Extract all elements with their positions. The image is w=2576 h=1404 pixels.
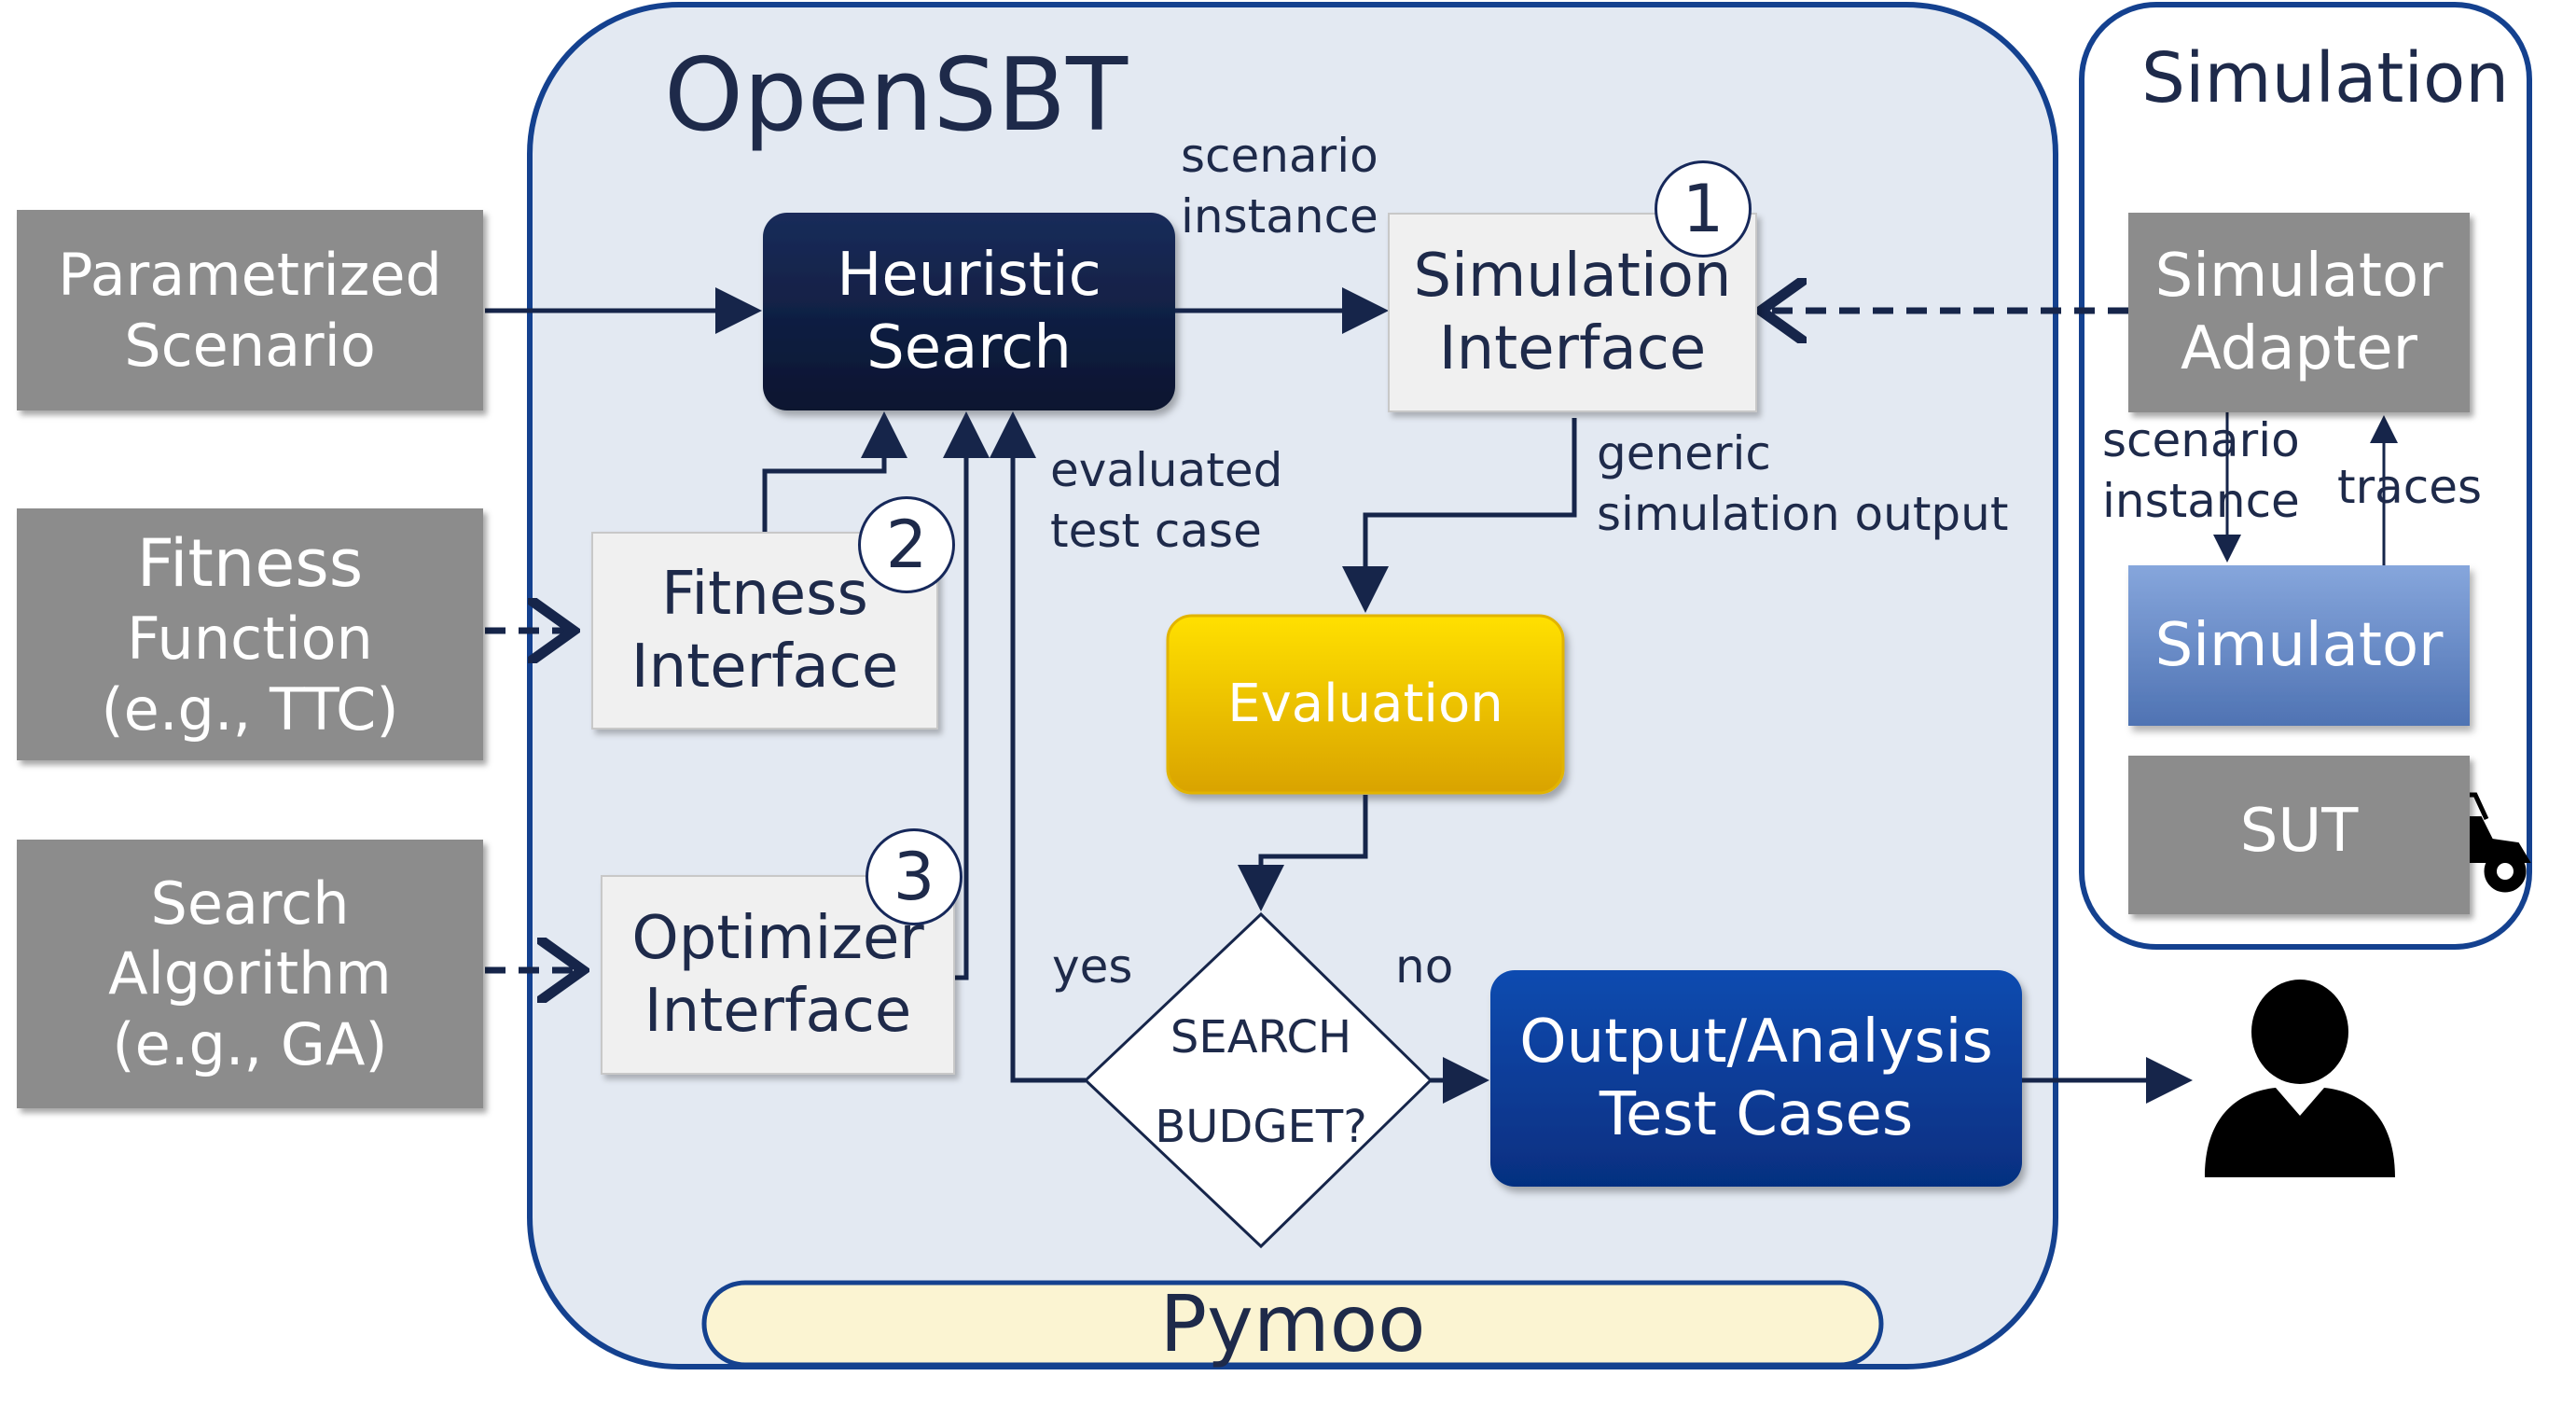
search-algorithm-line-1: Search [150,869,350,938]
simulator-box[interactable]: Simulator [2154,610,2444,680]
heuristic-search-line-2: Search [866,313,1072,382]
simulator-shape [2128,565,2470,726]
optimizer-interface-line-2: Interface [644,977,912,1046]
edge-fitness-interface-to-search [762,411,907,532]
label-scenario-instance-top: scenario instance [1181,126,1378,247]
fitness-function-line-3: (e.g., TTC) [101,674,399,744]
evaluation-box[interactable]: Evaluation [1227,673,1503,734]
edge-optimizer-interface-to-search [943,411,990,980]
output-analysis-box[interactable]: Output/Analysis Test Cases [1490,970,2022,1187]
heuristic-search-shape [763,213,1175,410]
simulation-interface-line-2: Interface [1438,314,1707,383]
parametrized-scenario-line-2: Scenario [124,311,376,380]
search-budget-line-2: BUDGET? [1155,1101,1367,1153]
pymoo-bar [701,1280,1884,1368]
badge-2: 2 [858,496,955,593]
label-evaluated-test-case-line-2: test case [1050,504,1262,558]
label-evaluated-test-case: evaluated test case [1050,440,1282,562]
sut-box[interactable]: SUT [2128,756,2470,914]
search-budget-line-1: SEARCH [1170,1011,1352,1063]
heuristic-search-line-1: Heuristic [837,240,1101,310]
label-no: no [1395,939,1454,994]
search-algorithm-line-2: Algorithm [108,939,392,1008]
search-algorithm-line-3: (e.g., GA) [112,1009,388,1078]
parametrized-scenario-box[interactable]: Parametrized Scenario [17,210,483,410]
simulator-adapter-box[interactable]: Simulator Adapter [2128,213,2470,412]
edge-decision-yes-to-search [990,411,1086,1083]
fitness-interface-line-2: Interface [630,632,899,702]
label-generic-simulation-output: generic simulation output [1597,424,2008,545]
label-generic-simulation-output-line-1: generic [1597,426,1771,480]
output-analysis-line-1: Output/Analysis [1519,1007,1993,1077]
person-icon [2205,980,2395,1177]
search-budget-decision: SEARCH BUDGET? [1147,980,1375,1185]
heuristic-search-box[interactable]: Heuristic Search [763,213,1175,410]
edge-evaluation-to-decision [1238,795,1368,911]
label-evaluated-test-case-line-1: evaluated [1050,443,1283,497]
fitness-function-line-2: Function [127,605,373,674]
fitness-function-line-1: Fitness [136,524,364,602]
label-yes: yes [1052,939,1133,994]
label-scenario-instance-top-line-2: instance [1181,189,1378,243]
label-scenario-instance-top-line-1: scenario [1181,129,1378,183]
edge-sim-interface-to-evaluation [1342,418,1577,613]
fitness-function-box[interactable]: Fitness Function (e.g., TTC) [17,508,483,760]
badge-1: 1 [1655,160,1752,257]
simulator-adapter-line-1: Simulator [2154,241,2444,311]
label-scenario-instance-sim: scenario instance [2102,410,2300,532]
badge-3: 3 [866,828,963,925]
search-algorithm-box[interactable]: Search Algorithm (e.g., GA) [17,840,483,1108]
simulator-adapter-line-2: Adapter [2181,314,2417,383]
opensbt-title: OpenSBT [664,37,1129,154]
optimizer-interface-line-1: Optimizer [631,903,924,973]
pymoo-label: Pymoo [1159,1277,1426,1369]
simulation-interface-line-1: Simulation [1413,241,1732,311]
output-shape [1490,970,2022,1187]
simulation-title: Simulation [2141,38,2510,118]
evaluation-shape [1166,614,1565,795]
label-generic-simulation-output-line-2: simulation output [1597,487,2009,541]
sut-label: SUT [2239,797,2359,866]
search-budget-diamond [1083,911,1433,1249]
fitness-interface-line-1: Fitness [661,559,868,629]
label-traces: traces [2337,460,2483,514]
label-scenario-instance-sim-line-1: scenario [2102,413,2300,467]
output-analysis-line-2: Test Cases [1599,1080,1914,1149]
parametrized-scenario-line-1: Parametrized [58,240,442,309]
label-scenario-instance-sim-line-2: instance [2102,474,2300,528]
